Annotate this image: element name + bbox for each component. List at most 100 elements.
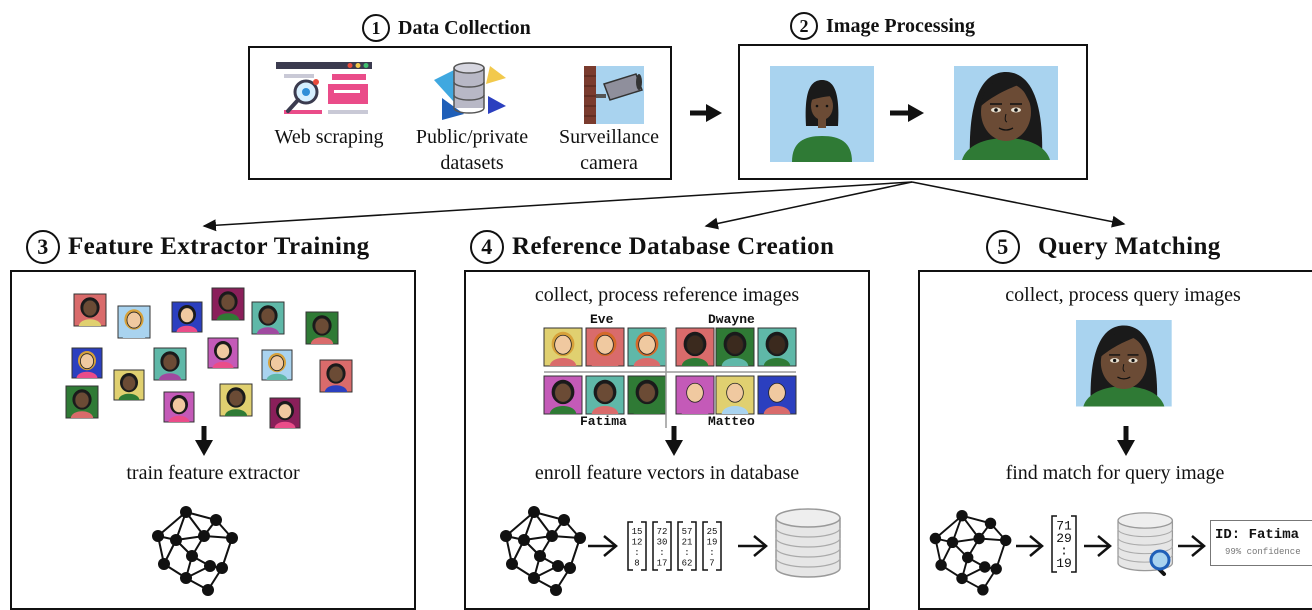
query-caption-bottom: find match for query image: [1005, 462, 1225, 484]
vector-value: :: [634, 548, 639, 558]
source-web-label: Web scraping: [274, 126, 384, 148]
source-camera-label-2: camera: [580, 152, 638, 174]
face-thumbnail: [219, 383, 253, 417]
identity-label-eve: Eve: [590, 312, 614, 327]
reference-network: [499, 505, 587, 597]
face-thumbnail: [543, 327, 583, 367]
arrow-to-training: [202, 181, 913, 232]
vector-value: 21: [682, 537, 693, 547]
face-thumbnail: [715, 375, 755, 415]
arrow-to-database: [738, 535, 768, 557]
face-thumbnail: [627, 327, 667, 367]
vector-value: 72: [657, 527, 668, 537]
stage-5-title: 5 Query Matching: [986, 230, 1221, 264]
identity-label-matteo: Matteo: [708, 414, 755, 429]
match-result-box: ID: Fatima 99% confidence: [1210, 520, 1312, 566]
stage-2-number: 2: [790, 12, 818, 40]
query-caption-top: collect, process query images: [1005, 284, 1241, 306]
reference-image-gallery: [543, 327, 797, 415]
face-thumbnail: [73, 293, 107, 327]
web-scraping-icon: [276, 62, 372, 114]
identity-label-dwayne: Dwayne: [708, 312, 755, 327]
face-thumbnail: [757, 327, 797, 367]
arrow-vector-to-db: [1084, 535, 1112, 557]
stage-2-label: Image Processing: [826, 15, 976, 37]
face-thumbnail: [211, 287, 245, 321]
stage-5-number: 5: [986, 230, 1020, 264]
vector-value: 29: [1056, 531, 1072, 546]
arrow-db-to-result: [1178, 535, 1206, 557]
face-thumbnail: [261, 349, 293, 381]
vector-value: 19: [707, 537, 718, 547]
face-thumbnail: [153, 347, 187, 381]
face-thumbnail: [65, 385, 99, 419]
stage-4-label: Reference Database Creation: [512, 233, 835, 260]
dataset-icon: [434, 62, 506, 120]
arrow-reference-down: [665, 426, 683, 456]
cropped-face-image: [953, 65, 1059, 161]
match-result-id: ID: Fatima: [1215, 527, 1300, 543]
arrow-query-to-vector: [1016, 535, 1044, 557]
face-thumbnail: [627, 375, 667, 415]
face-thumbnail: [319, 359, 353, 393]
arrow-training-down: [195, 426, 213, 456]
reference-caption-bottom: enroll feature vectors in database: [534, 462, 800, 484]
vector-value: 12: [632, 537, 643, 547]
face-thumbnail: [585, 327, 625, 367]
face-thumbnail: [675, 375, 715, 415]
arrow-to-reference: [704, 181, 913, 230]
vector-value: 57: [682, 527, 693, 537]
raw-image: [770, 66, 874, 162]
face-thumbnail: [251, 301, 285, 335]
vector-value: 17: [657, 558, 668, 568]
face-thumbnail: [71, 347, 103, 379]
query-network: [928, 509, 1013, 597]
camera-icon: [584, 66, 644, 124]
face-thumbnail: [113, 369, 145, 401]
identity-label-fatima: Fatima: [580, 414, 627, 429]
vector-value: 25: [707, 527, 718, 537]
stage-1-number: 1: [362, 14, 390, 42]
face-thumbnail: [269, 397, 301, 429]
face-thumbnail: [543, 375, 583, 415]
face-thumbnail: [163, 391, 195, 423]
vector-value: 7: [709, 558, 714, 568]
arrow-query-down: [1117, 426, 1135, 456]
source-camera-label-1: Surveillance: [559, 126, 659, 148]
face-thumbnail: [305, 311, 339, 345]
vector-value: 71: [1056, 518, 1072, 533]
arrow-collection-to-processing: [690, 104, 722, 122]
source-datasets-label-2: datasets: [440, 152, 504, 174]
vector-value: :: [1060, 543, 1068, 558]
face-thumbnail: [207, 337, 239, 369]
stage-3-number: 3: [26, 230, 60, 264]
stage-2-title: 2 Image Processing: [790, 12, 975, 40]
face-thumbnail: [715, 327, 755, 367]
reference-database-icon: [775, 508, 841, 578]
training-caption: train feature extractor: [126, 462, 300, 484]
stage-5-label: Query Matching: [1038, 233, 1221, 260]
vector-value: :: [659, 548, 664, 558]
face-thumbnail: [675, 327, 715, 367]
training-face-thumbnails: [65, 287, 353, 429]
face-thumbnail: [117, 305, 151, 339]
query-face-image: [1075, 319, 1173, 408]
match-result-confidence: 99% confidence: [1225, 547, 1301, 557]
source-datasets-label-1: Public/private: [415, 126, 529, 148]
face-thumbnail: [757, 375, 797, 415]
vector-value: :: [709, 548, 714, 558]
vector-value: 8: [634, 558, 639, 568]
vector-value: 15: [632, 527, 643, 537]
data-collection-box: Web scraping Public/private datasets Sur…: [248, 46, 672, 180]
face-thumbnail: [585, 375, 625, 415]
